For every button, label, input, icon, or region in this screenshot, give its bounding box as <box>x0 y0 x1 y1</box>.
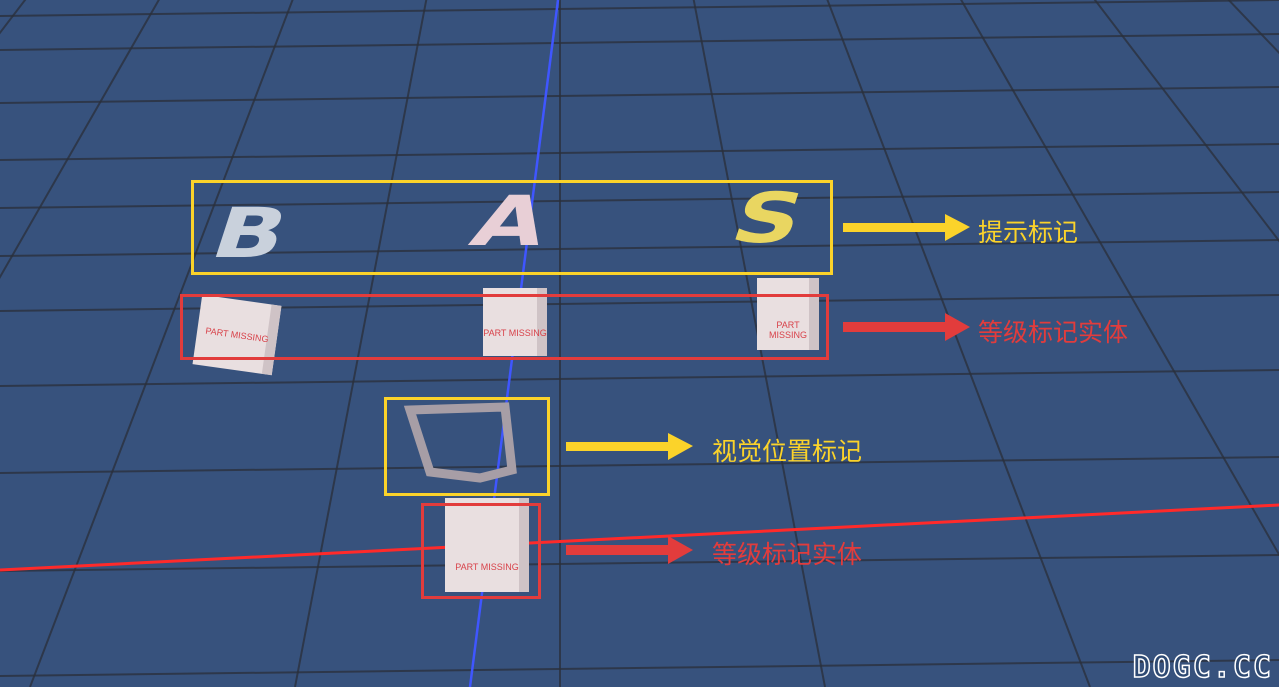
part-missing-cube-4: PART MISSING <box>445 498 529 592</box>
visual-position-label: 视觉位置标记 <box>712 437 863 466</box>
grid-line <box>0 369 1279 387</box>
grid-line <box>0 239 1279 257</box>
arrow-grade-2 <box>566 536 693 564</box>
grid-line <box>0 86 1279 104</box>
grid-line <box>0 143 1279 161</box>
grid-line <box>0 554 1279 572</box>
grade-entity-label-2: 等级标记实体 <box>712 540 863 569</box>
grade-entity-box-2 <box>421 503 541 599</box>
grid-line <box>29 0 294 687</box>
arrow-hint <box>843 214 970 241</box>
grid-line <box>960 0 1279 557</box>
grid-line <box>0 191 1279 209</box>
grid-line <box>294 0 428 687</box>
visual-position-marker-shape <box>403 402 517 483</box>
grid-line <box>0 659 1279 677</box>
horizontal-axis-line <box>0 503 1279 572</box>
grid-line <box>826 0 1091 687</box>
arrow-visual <box>566 433 693 460</box>
hint-marker-box <box>191 180 833 275</box>
grid-line <box>0 33 1279 51</box>
grid-line <box>0 0 1279 17</box>
grid-line <box>692 0 826 687</box>
hint-marker-label: 提示标记 <box>978 218 1079 247</box>
grade-entity-box-1 <box>180 294 829 360</box>
part-missing-cube-3: PART MISSING <box>757 278 819 350</box>
watermark-logo: DOGC.CC <box>1132 649 1273 686</box>
arrow-grade-1 <box>843 313 970 341</box>
visual-position-box <box>384 397 550 496</box>
part-missing-cube-2: PART MISSING <box>483 288 547 356</box>
grid-line <box>0 456 1279 474</box>
grade-entity-label-1: 等级标记实体 <box>978 318 1129 347</box>
